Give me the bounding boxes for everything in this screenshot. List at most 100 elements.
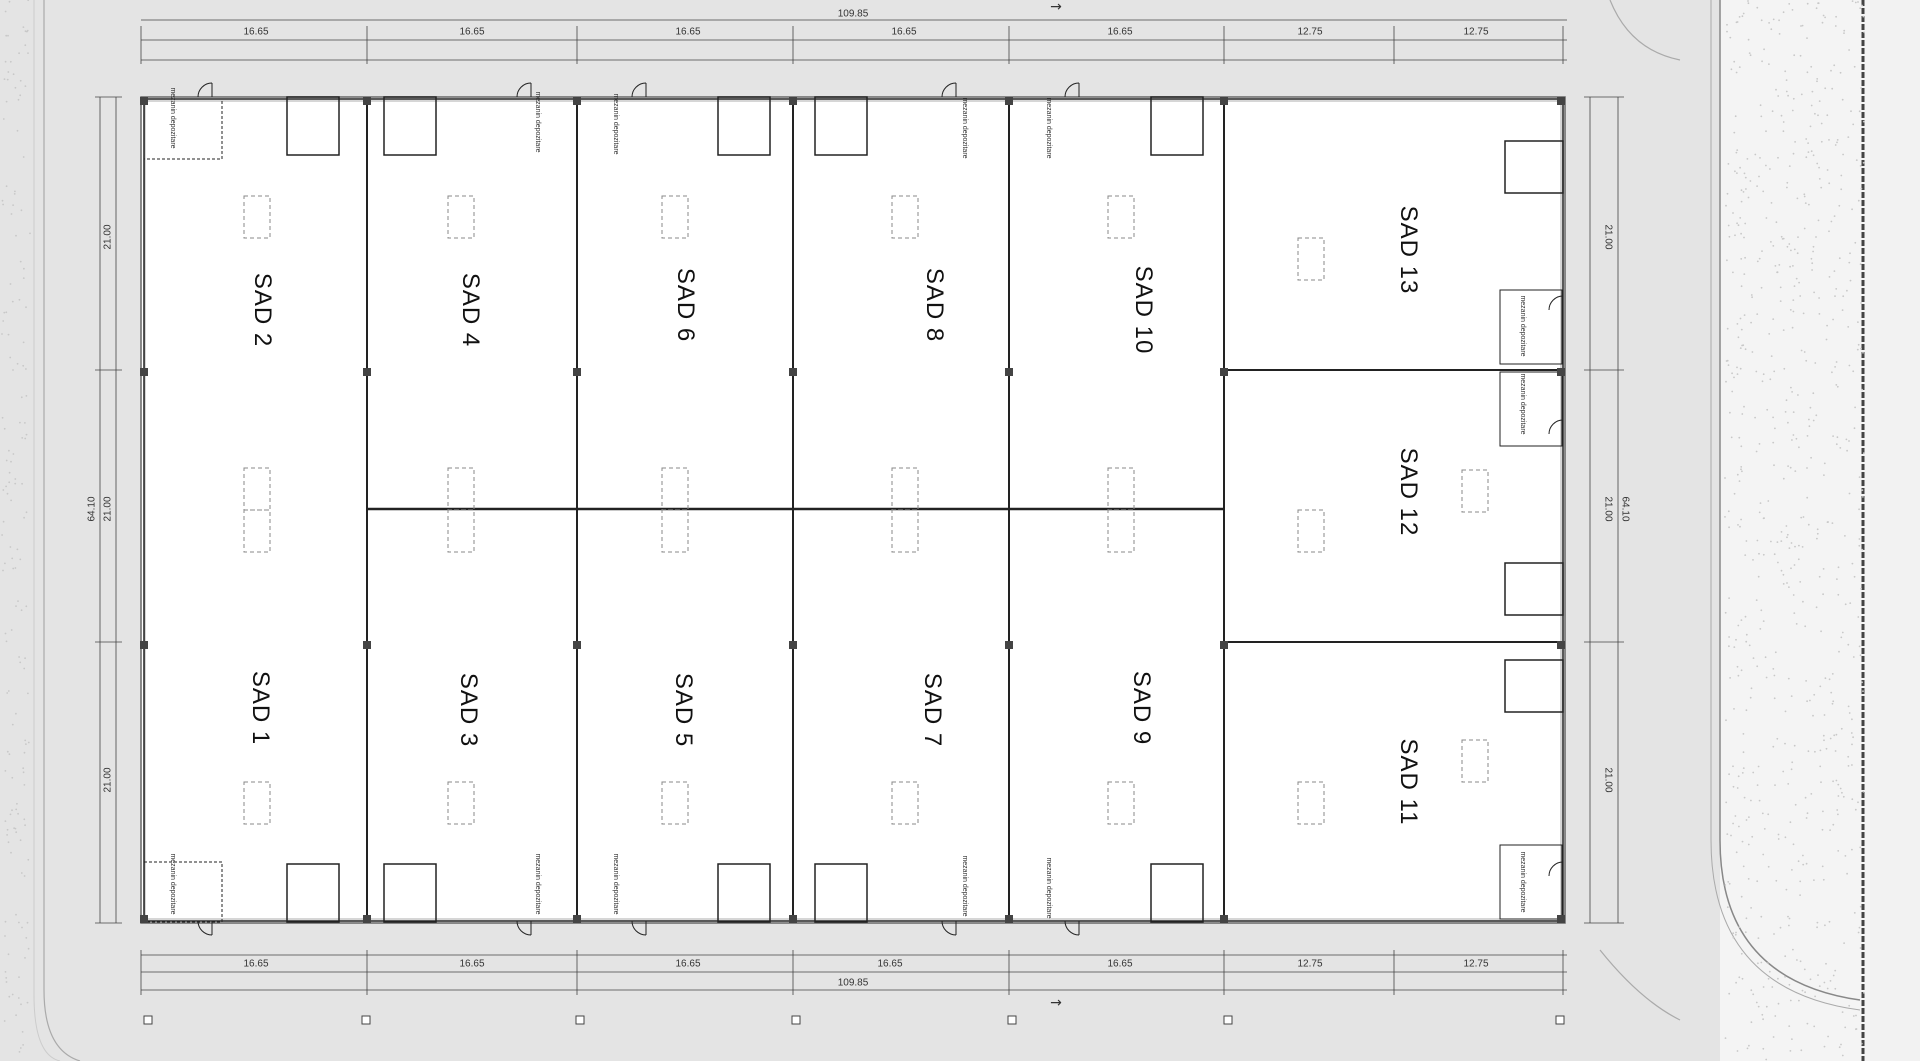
loading-dock-door [383,96,437,156]
loading-dock-door [814,96,868,156]
door-swing [1548,861,1564,877]
structural-column [1557,368,1565,376]
grid-axis-marker [361,1015,371,1025]
grid-axis-marker [1223,1015,1233,1025]
landscape-texture [1,0,1866,1061]
loading-dock-door [814,863,868,923]
dim-total-width-bottom: 109.85 [837,977,869,989]
unit-label-sad-13: SAD 13 [1395,205,1422,295]
grid-axis-marker [143,1015,153,1025]
door-swing [1548,419,1564,435]
mezzanine-label: mezanin depozitare [1045,97,1052,159]
skylight-outline [1297,509,1325,553]
skylight-outline [243,509,271,553]
structural-column [573,97,581,105]
dim-bay-width: 16.65 [243,26,269,38]
direction-arrow-icon: → [1050,0,1062,15]
door-swing [1064,920,1080,936]
mezzanine-label: mezanin depozitare [612,853,619,915]
loading-dock-door [383,863,437,923]
skylight-outline [243,467,271,511]
skylight-outline [891,467,919,511]
mezzanine-office [1499,371,1563,447]
dim-total-width-top: 109.85 [837,8,869,20]
unit-label-sad-9: SAD 9 [1128,670,1155,746]
dim-section-depth: 21.00 [102,496,114,522]
direction-arrow-icon: → [1050,995,1062,1011]
mezzanine-office [1499,289,1563,365]
mezzanine-label: mezanin depozitare [169,853,176,915]
structural-column [573,368,581,376]
mezzanine-label: mezanin depozitare [612,93,619,155]
structural-column [1005,97,1013,105]
mezzanine-label: mezanin depozitare [534,91,541,153]
structural-column [1557,915,1565,923]
skylight-outline [891,781,919,825]
door-swing [1548,295,1564,311]
skylight-outline [661,781,689,825]
grid-axis-marker [575,1015,585,1025]
structural-column [1557,641,1565,649]
structural-column [789,915,797,923]
structural-column [1220,915,1228,923]
structural-column [1220,97,1228,105]
structural-column [789,368,797,376]
skylight-outline [661,195,689,239]
landscaped-strip-edge [1870,0,1920,1061]
dim-bay-width: 16.65 [459,26,485,38]
structural-column [1557,97,1565,105]
dim-bay-width: 16.65 [675,26,701,38]
structural-column [140,641,148,649]
grid-axis-marker [791,1015,801,1025]
structural-column [363,641,371,649]
skylight-outline [891,509,919,553]
door-swing [516,82,532,98]
skylight-outline [661,509,689,553]
skylight-outline [1461,469,1489,513]
dim-bay-width: 16.65 [675,958,701,970]
dim-bay-width: 16.65 [459,958,485,970]
dim-section-depth: 21.00 [1602,496,1614,522]
loading-dock-door [1504,140,1564,194]
dim-bay-width: 16.65 [243,958,269,970]
grid-axis-marker [1007,1015,1017,1025]
mezzanine-label: mezanin depozitare [1519,295,1526,357]
unit-label-sad-12: SAD 12 [1395,447,1422,537]
door-swing [631,920,647,936]
structural-column [363,915,371,923]
dim-section-depth: 21.00 [1602,224,1614,250]
unit-label-sad-7: SAD 7 [919,672,946,748]
dim-east-bay-width: 12.75 [1297,26,1323,38]
road-curve [1719,839,1861,1001]
dim-total-depth-right: 64.10 [1619,496,1631,522]
skylight-outline [243,781,271,825]
dim-bay-width: 16.65 [891,26,917,38]
skylight-outline [243,195,271,239]
dim-section-depth: 21.00 [1602,767,1614,793]
skylight-outline [1107,509,1135,553]
loading-dock-door [717,863,771,923]
unit-label-sad-10: SAD 10 [1130,265,1157,355]
dim-bay-width: 16.65 [877,958,903,970]
skylight-outline [447,509,475,553]
mezzanine-label: mezanin depozitare [961,855,968,917]
dim-bay-width: 16.65 [1107,958,1133,970]
mezzanine-label: mezanin depozitare [1519,851,1526,913]
dim-total-depth-left: 64.10 [86,496,98,522]
grid-axis-marker [1555,1015,1565,1025]
mezzanine-label: mezanin depozitare [1045,857,1052,919]
mezzanine-office [1499,844,1563,920]
landscaped-strip [1720,0,1870,1061]
structural-column [140,97,148,105]
skylight-outline [1297,781,1325,825]
unit-label-sad-2: SAD 2 [249,272,276,348]
loading-dock-door [286,96,340,156]
loading-dock-door [1504,659,1564,713]
loading-dock-door [286,863,340,923]
structural-column [1005,641,1013,649]
dim-east-bay-width: 12.75 [1463,958,1489,970]
structural-column [1005,368,1013,376]
skylight-outline [447,195,475,239]
structural-column [573,915,581,923]
